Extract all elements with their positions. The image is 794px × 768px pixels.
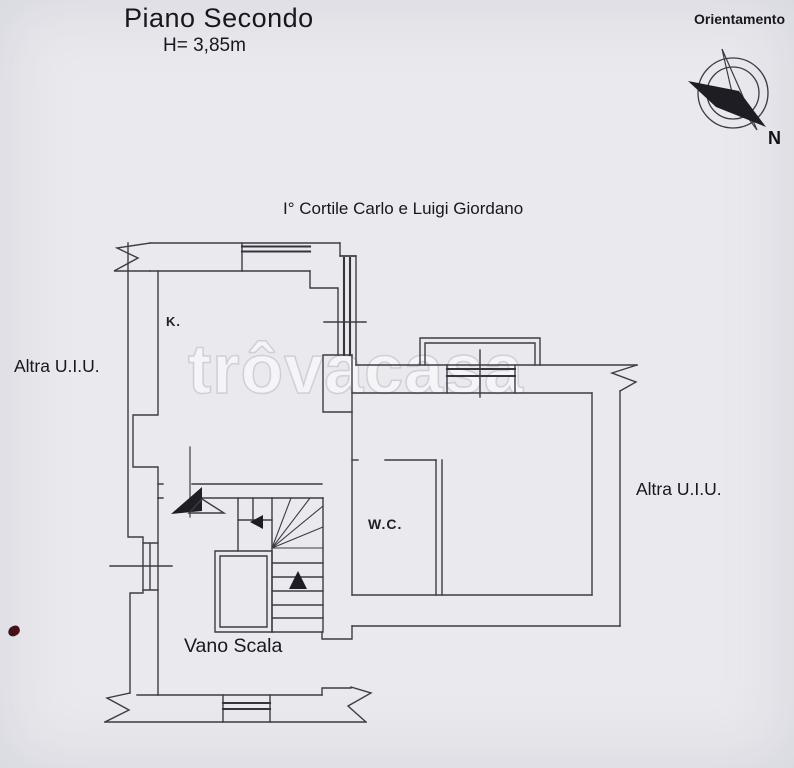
compass-icon <box>688 48 769 131</box>
page-title: Piano Secondo <box>124 3 314 33</box>
windows <box>109 242 517 723</box>
orientation-label: Orientamento <box>694 11 786 27</box>
outer-walls <box>104 242 638 723</box>
north-label: N <box>768 128 781 148</box>
balcony-outline <box>419 337 541 366</box>
kitchen-label: K. <box>166 314 181 329</box>
entrance-door <box>157 446 324 518</box>
ceiling-height-label: H= 3,85m <box>163 35 246 56</box>
adjacent-unit-label-right: Altra U.I.U. <box>636 479 722 499</box>
staircase <box>214 497 324 633</box>
wc-partition <box>351 459 443 596</box>
adjacent-unit-label-left: Altra U.I.U. <box>14 356 100 376</box>
wc-label: W.C. <box>368 516 403 532</box>
stairwell-label: Vano Scala <box>184 635 283 657</box>
courtyard-label: I° Cortile Carlo e Luigi Giordano <box>283 199 524 218</box>
